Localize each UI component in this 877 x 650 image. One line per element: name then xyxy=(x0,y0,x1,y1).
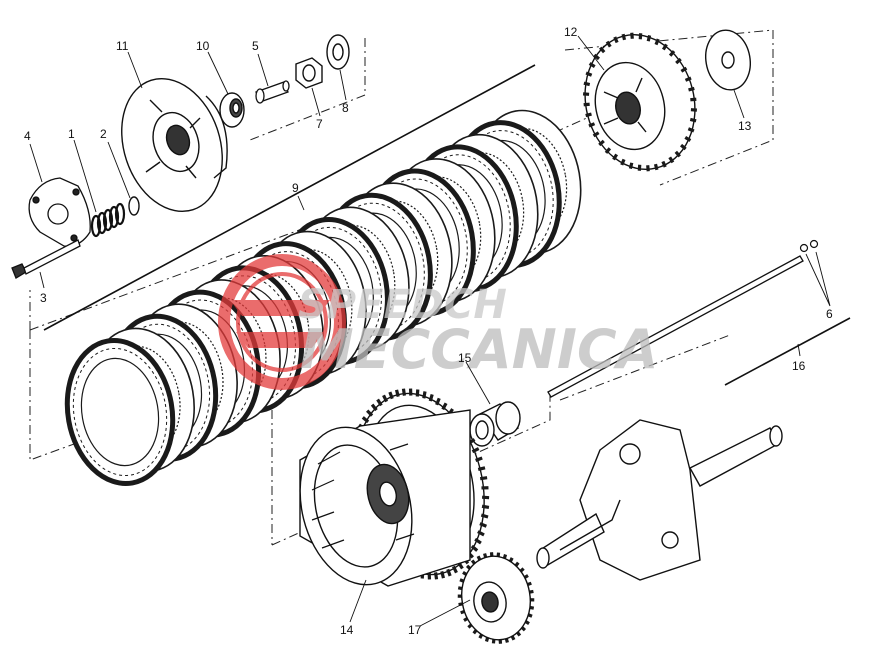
ball-part xyxy=(799,239,819,253)
watermark: SPEEDCH MECCANICA xyxy=(218,254,658,390)
friction-plate xyxy=(64,338,176,486)
bearing-part xyxy=(219,92,245,128)
push-rod-part xyxy=(547,255,804,398)
callout-6: 6 xyxy=(826,307,833,321)
callout-1: 1 xyxy=(68,127,75,141)
watermark-logo xyxy=(218,254,346,390)
callout-15: 15 xyxy=(458,351,472,365)
callout-8: 8 xyxy=(342,101,349,115)
bushing-part xyxy=(469,401,521,447)
primary-gear-part xyxy=(457,552,535,644)
callout-2: 2 xyxy=(100,127,107,141)
callout-3: 3 xyxy=(40,291,47,305)
nut-part xyxy=(295,57,323,89)
callout-4: 4 xyxy=(24,129,31,143)
crankshaft-part xyxy=(536,419,783,581)
spring-part xyxy=(90,202,126,238)
watermark-text-line2: MECCANICA xyxy=(300,318,658,381)
callout-7: 7 xyxy=(316,117,323,131)
callout-5: 5 xyxy=(252,39,259,53)
ring-part xyxy=(128,196,140,216)
callout-12: 12 xyxy=(564,25,578,39)
pin-part xyxy=(255,80,290,104)
bracket-lines xyxy=(43,64,851,386)
callout-13: 13 xyxy=(738,119,752,133)
bolt-part xyxy=(11,239,81,279)
thrust-washer-part xyxy=(705,29,751,91)
clutch-hub-part xyxy=(582,32,698,172)
callout-16: 16 xyxy=(792,359,806,373)
leader-lines xyxy=(29,35,831,627)
callout-labels: 1 2 3 4 5 6 7 8 9 10 11 12 13 14 15 16 1… xyxy=(24,25,833,637)
callout-17: 17 xyxy=(408,623,422,637)
callout-14: 14 xyxy=(340,623,354,637)
washer-part xyxy=(326,34,350,70)
pressure-plate-part xyxy=(121,77,228,213)
callout-11: 11 xyxy=(116,39,129,53)
cover-plate-part xyxy=(28,177,91,247)
callout-10: 10 xyxy=(196,39,210,53)
watermark-text-line1: SPEEDCH xyxy=(298,282,507,328)
clutch-basket-part xyxy=(299,388,490,587)
callout-9: 9 xyxy=(292,181,299,195)
